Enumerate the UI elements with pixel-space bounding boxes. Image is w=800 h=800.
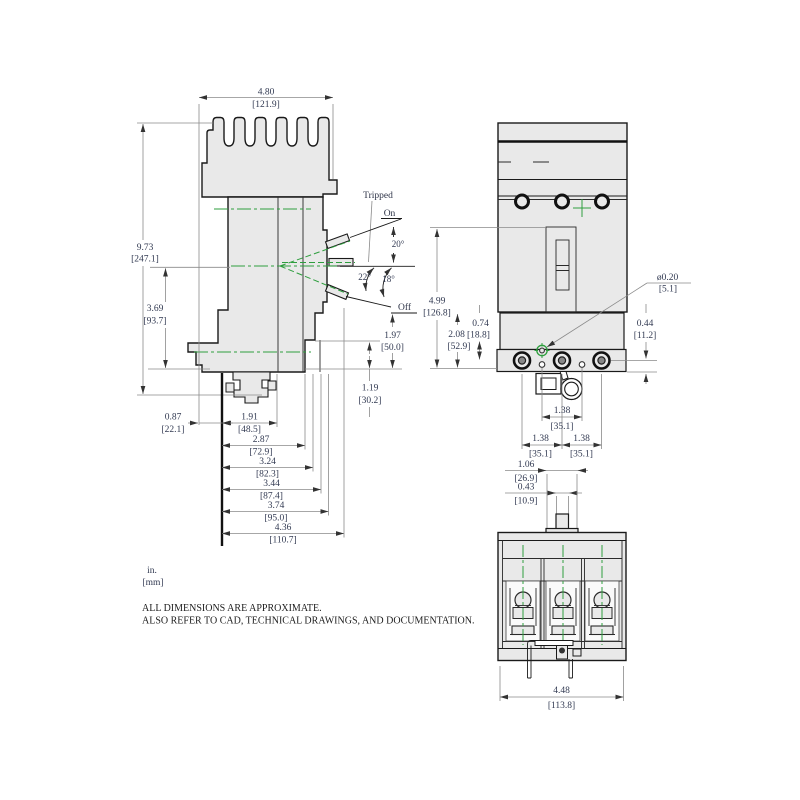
dim-depth0-mm: [22.1] <box>162 425 185 435</box>
angle-off-18: 18° <box>382 274 395 284</box>
case-screw-right <box>594 193 610 210</box>
front-body <box>497 122 628 313</box>
dim-front-height-in: 4.99 <box>429 297 446 307</box>
front-handle <box>555 239 570 291</box>
side-view: Tripped On 20° 22° 18° Off 4.80 [121.9] … <box>131 88 417 546</box>
label-off: Off <box>398 302 412 313</box>
dim-front-terminal-in: 2.08 <box>448 330 465 340</box>
side-shroud-outline <box>201 116 338 198</box>
dim-depth6-mm: [110.7] <box>269 536 296 546</box>
dim-side-lower-in: 3.69 <box>147 304 164 314</box>
din-clip-nub-right <box>267 380 277 391</box>
dim-depth5-in: 3.74 <box>268 501 285 511</box>
note-line-2: ALSO REFER TO CAD, TECHNICAL DRAWINGS, A… <box>142 616 474 627</box>
dim-depth2-in: 2.87 <box>253 435 270 445</box>
units-label-in: in. <box>147 566 157 576</box>
center-cross-icon <box>573 199 591 217</box>
handle-travel-rays <box>279 240 355 295</box>
case-screw-mid <box>554 193 570 210</box>
bottom-view: 1.06 [26.9] 0.43 [10.9] <box>497 460 627 711</box>
dim-handle-width-in: 0.43 <box>518 483 535 493</box>
dim-front-screw-offset-in: 0.44 <box>637 319 654 329</box>
dim-spacing1-in: 1.38 <box>532 434 549 444</box>
small-hole-right <box>578 361 586 368</box>
dim-spacing0-mm: [35.1] <box>551 422 574 432</box>
dim-side-height-in: 9.73 <box>137 243 154 253</box>
dim-front-terminal-mm: [52.9] <box>448 342 471 352</box>
din-clip-nub-left <box>225 382 235 393</box>
handle-stub-off <box>324 283 350 301</box>
notes: in. [mm] ALL DIMENSIONS ARE APPROXIMATE.… <box>142 566 474 627</box>
case-screw-left <box>514 193 530 210</box>
dim-side-width-in: 4.80 <box>258 88 275 98</box>
dim-handle-width-mm: [10.9] <box>515 497 538 507</box>
dim-spacing2-mm: [35.1] <box>570 450 593 460</box>
dim-front-hole-offset-in: 0.74 <box>472 319 489 329</box>
dim-terminal-height-mm: [30.2] <box>359 396 382 406</box>
dim-spacing2-in: 1.38 <box>573 434 590 444</box>
din-clip <box>232 371 271 404</box>
lug-screws <box>512 351 611 370</box>
note-line-1: ALL DIMENSIONS ARE APPROXIMATE. <box>142 603 322 614</box>
accessory-wires <box>527 640 582 679</box>
dim-off-height-in: 1.97 <box>384 331 401 341</box>
dim-depth2-mm: [72.9] <box>250 448 273 458</box>
dim-depth1-mm: [48.5] <box>238 425 261 435</box>
handle-stub-on <box>324 233 351 250</box>
dim-hole-dia-mm: [5.1] <box>659 285 677 295</box>
dim-depth3-mm: [82.3] <box>256 470 279 480</box>
dim-depth4-mm: [87.4] <box>260 492 283 502</box>
dim-bottom-width-mm: [113.8] <box>548 701 575 711</box>
dim-escutcheon-in: 1.06 <box>518 460 535 470</box>
dim-escutcheon-mm: [26.9] <box>515 474 538 484</box>
pole-centerlines <box>522 545 603 645</box>
dim-depth0-in: 0.87 <box>165 413 182 423</box>
dim-spacing0-in: 1.38 <box>554 406 571 416</box>
dim-front-hole-offset-mm: [18.8] <box>467 331 490 341</box>
handle-recess <box>545 226 577 313</box>
depth-dim-stack: 0.87 [22.1] 1.91 [48.5] 2.87 [72.9] 3.24… <box>162 413 345 546</box>
sealing-hole <box>534 343 550 358</box>
dim-depth1-in: 1.91 <box>241 413 258 423</box>
dim-depth4-in: 3.44 <box>263 479 280 489</box>
dim-depth5-mm: [95.0] <box>265 514 288 524</box>
units-label-mm: [mm] <box>142 578 163 588</box>
dim-side-width-mm: [121.9] <box>252 100 280 110</box>
dim-depth6-in: 4.36 <box>275 523 292 533</box>
angle-off-22: 22° <box>358 272 371 282</box>
dim-off-height-mm: [50.0] <box>381 343 404 353</box>
label-tripped: Tripped <box>363 191 393 201</box>
dim-side-lower-mm: [93.7] <box>144 317 167 327</box>
angle-on-20: 20° <box>392 239 405 249</box>
dim-depth3-in: 3.24 <box>259 457 276 467</box>
dim-bottom-width-in: 4.48 <box>553 686 570 696</box>
label-on: On <box>384 209 396 219</box>
dim-front-screw-offset-mm: [11.2] <box>634 331 657 341</box>
dim-spacing1-mm: [35.1] <box>529 450 552 460</box>
dim-hole-dia-in: ø0.20 <box>657 273 679 283</box>
dim-front-height-mm: [126.8] <box>423 309 451 319</box>
small-hole-left <box>538 361 546 368</box>
front-view: 4.99 [126.8] 2.08 [52.9] 0.74 [18.8] 0.4… <box>423 122 691 460</box>
dim-side-height-mm: [247.1] <box>131 255 159 265</box>
terminal-band <box>499 312 625 351</box>
dim-terminal-height-in: 1.19 <box>362 384 379 394</box>
padlock-attachment <box>535 371 583 401</box>
side-body-outline <box>187 196 328 373</box>
